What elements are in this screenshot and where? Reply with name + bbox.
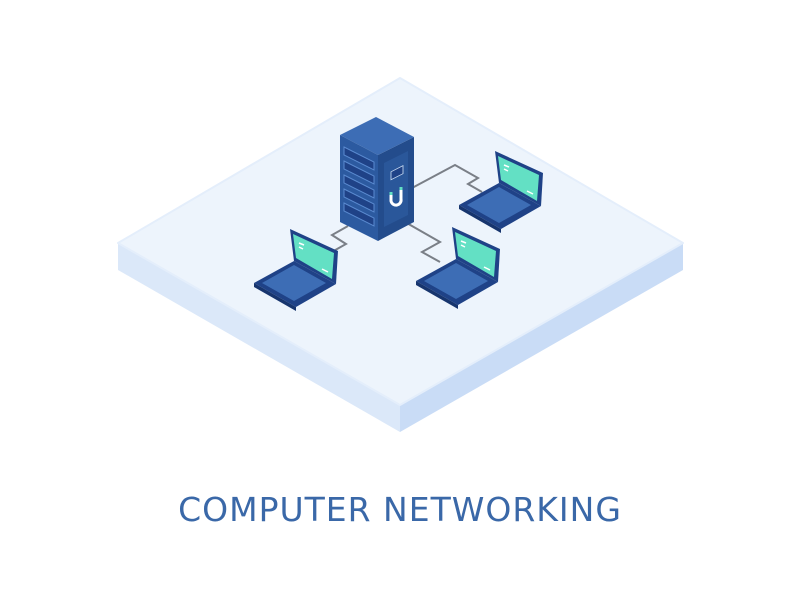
cable-server-laptop-bottom: [404, 221, 443, 263]
cable-server-laptop-topright: [411, 163, 483, 193]
server-top: [340, 117, 414, 155]
chart-icon: [390, 165, 404, 181]
server-side-panel: [384, 151, 408, 227]
server-drive-bays: [343, 146, 375, 227]
platform-right-side: [400, 243, 683, 432]
platform-top: [117, 77, 684, 406]
page-title: COMPUTER NETWORKING: [178, 490, 622, 529]
cables: [329, 163, 483, 263]
server-rack: [340, 117, 414, 241]
cable-server-laptop-left: [329, 225, 349, 254]
platform: [117, 77, 684, 432]
platform-left-side: [118, 243, 400, 432]
magnet-icon: [389, 189, 403, 207]
